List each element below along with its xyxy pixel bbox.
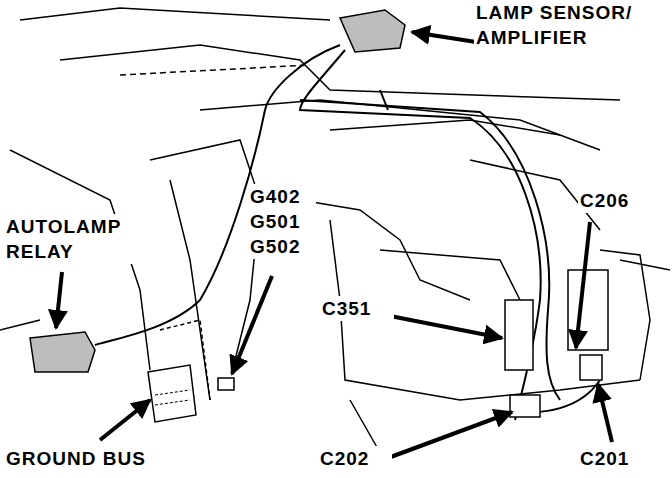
component-label: AUTOLAMP RELAY [4, 214, 148, 264]
ground-bus [148, 365, 196, 422]
autolamp-relay [30, 332, 95, 372]
connector-label: C202 [318, 446, 392, 471]
connector-label: C206 [578, 188, 662, 213]
dash-structure [0, 8, 670, 470]
connectors [505, 270, 608, 417]
ground-terminal [218, 378, 234, 390]
component-label: GROUND BUS [4, 446, 188, 471]
connector-label: C351 [320, 296, 394, 321]
wiring-harness [95, 45, 600, 420]
lamp-sensor-amplifier [340, 10, 405, 52]
component-label: LAMP SENSOR/ AMPLIFIER [474, 0, 668, 50]
connector-label: C201 [578, 446, 662, 471]
ground-label: G402 G501 G502 [248, 184, 316, 259]
